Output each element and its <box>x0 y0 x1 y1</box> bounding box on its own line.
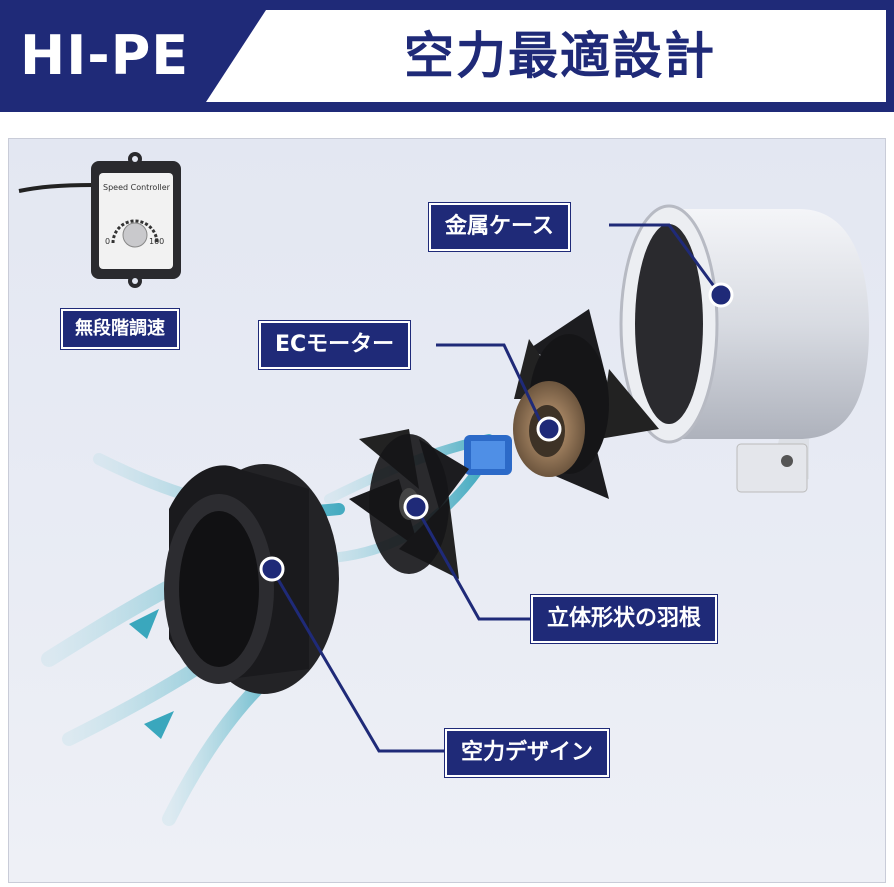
inlet-label: 空力デザイン <box>445 729 610 777</box>
inlet-shroud-icon <box>164 464 339 694</box>
controller-scale-min: 0 <box>105 237 111 246</box>
motor-label: ECモーター <box>259 321 411 369</box>
controller-scale-max: 100 <box>149 237 165 246</box>
controller-title: Speed Controller <box>103 183 170 192</box>
brand-name: HI-PE <box>20 24 190 87</box>
speed-controller-icon <box>18 152 181 288</box>
header-banner: HI-PE 空力最適設計 <box>0 0 894 112</box>
metal-case-icon <box>619 204 869 493</box>
exploded-fan-diagram <box>18 152 869 826</box>
callout-lines <box>270 223 718 753</box>
header-title-area <box>206 10 886 102</box>
product-illustration-panel: Speed Controller 0 100 無段階調速 金属ケース ECモータ… <box>8 138 886 883</box>
controller-label: 無段階調速 <box>61 309 179 349</box>
case-label: 金属ケース <box>429 203 570 251</box>
callout-dots <box>259 282 734 582</box>
blade-label: 立体形状の羽根 <box>531 595 718 643</box>
page-title: 空力最適設計 <box>404 27 716 85</box>
